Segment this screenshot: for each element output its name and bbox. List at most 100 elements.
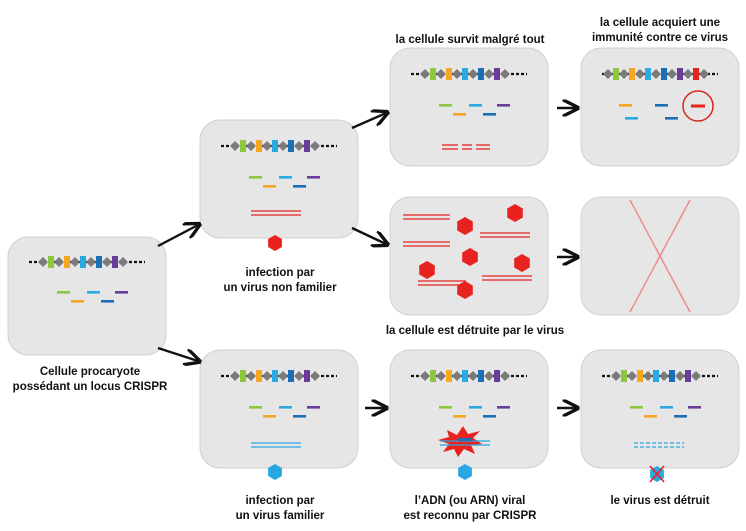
crrna xyxy=(619,104,632,107)
crispr-repeat xyxy=(683,69,693,79)
virus-familiar xyxy=(458,464,472,480)
virus-unfamiliar xyxy=(514,254,530,272)
crispr-repeat xyxy=(667,69,677,79)
crrna xyxy=(87,291,100,294)
crispr-repeat xyxy=(262,141,272,151)
crispr-spacer xyxy=(462,68,468,80)
crispr-repeat xyxy=(246,371,256,381)
crispr-repeat xyxy=(699,69,709,79)
crispr-spacer xyxy=(112,256,118,268)
crispr-repeat xyxy=(659,371,669,381)
crispr-spacer xyxy=(645,68,651,80)
crispr-repeat xyxy=(230,141,240,151)
crispr-repeat xyxy=(468,69,478,79)
crispr-spacer xyxy=(685,370,691,382)
cell-virus-destroyed xyxy=(580,349,740,469)
crispr-spacer xyxy=(430,370,436,382)
label-survives: la cellule survit malgré tout xyxy=(395,34,545,46)
crispr-spacer xyxy=(613,68,619,80)
crispr-spacer xyxy=(256,140,262,152)
crrna xyxy=(625,117,638,120)
virus-unfamiliar xyxy=(462,248,478,266)
crispr-repeat xyxy=(246,141,256,151)
crispr-repeat xyxy=(54,257,64,267)
crispr-repeat xyxy=(436,371,446,381)
crispr-repeat xyxy=(262,371,272,381)
crispr-repeat xyxy=(611,371,621,381)
cell-familiar-infection xyxy=(199,349,359,469)
crispr-repeat xyxy=(86,257,96,267)
crispr-spacer xyxy=(48,256,54,268)
crrna xyxy=(279,176,292,179)
cell-start xyxy=(7,236,167,356)
crispr-repeat xyxy=(500,371,510,381)
crispr-repeat xyxy=(420,69,430,79)
bound-crrna xyxy=(458,438,472,441)
crrna xyxy=(439,406,452,409)
crrna xyxy=(497,406,510,409)
cell-immune xyxy=(580,47,740,167)
crrna xyxy=(497,104,510,107)
crispr-spacer xyxy=(677,68,683,80)
crrna xyxy=(307,406,320,409)
crispr-spacer xyxy=(272,140,278,152)
crispr-spacer xyxy=(272,370,278,382)
crispr-repeat xyxy=(603,69,613,79)
crispr-repeat xyxy=(452,69,462,79)
crrna xyxy=(660,406,673,409)
crispr-repeat xyxy=(294,141,304,151)
arrow-to-survives xyxy=(351,113,386,130)
crispr-spacer xyxy=(288,140,294,152)
crispr-spacer xyxy=(96,256,102,268)
crrna xyxy=(453,415,466,418)
cell-survives xyxy=(389,47,549,167)
crispr-repeat xyxy=(230,371,240,381)
crispr-spacer xyxy=(478,68,484,80)
crispr-repeat xyxy=(310,141,320,151)
crrna xyxy=(307,176,320,179)
crrna xyxy=(674,415,687,418)
crispr-repeat xyxy=(452,371,462,381)
crrna xyxy=(644,415,657,418)
crrna xyxy=(469,406,482,409)
cell-unfamiliar-infection xyxy=(199,119,359,239)
crispr-repeat xyxy=(294,371,304,381)
crispr-repeat xyxy=(70,257,80,267)
viral-dna-fragments xyxy=(442,144,490,150)
crrna xyxy=(665,117,678,120)
crrna xyxy=(115,291,128,294)
crispr-spacer xyxy=(256,370,262,382)
crispr-spacer xyxy=(621,370,627,382)
crispr-repeat xyxy=(420,371,430,381)
crispr-spacer xyxy=(653,370,659,382)
crrna xyxy=(71,300,84,303)
crispr-repeat xyxy=(635,69,645,79)
crrna xyxy=(249,176,262,179)
crispr-spacer xyxy=(494,370,500,382)
crispr-repeat xyxy=(278,371,288,381)
crrna xyxy=(101,300,114,303)
crispr-spacer xyxy=(80,256,86,268)
virus-familiar xyxy=(268,464,282,480)
crispr-repeat xyxy=(436,69,446,79)
crrna xyxy=(279,406,292,409)
crispr-repeat xyxy=(468,371,478,381)
crispr-repeat xyxy=(484,69,494,79)
crrna xyxy=(263,415,276,418)
crrna xyxy=(483,113,496,116)
crispr-spacer xyxy=(669,370,675,382)
crrna xyxy=(483,415,496,418)
crispr-spacer xyxy=(240,370,246,382)
virus-cross xyxy=(649,465,665,483)
crispr-repeat xyxy=(651,69,661,79)
virus-unfamiliar xyxy=(419,261,435,279)
crrna xyxy=(469,104,482,107)
crispr-spacer xyxy=(240,140,246,152)
crispr-repeat xyxy=(619,69,629,79)
cell-dead-cross xyxy=(629,199,691,313)
crispr-spacer xyxy=(446,370,452,382)
crrna xyxy=(249,406,262,409)
